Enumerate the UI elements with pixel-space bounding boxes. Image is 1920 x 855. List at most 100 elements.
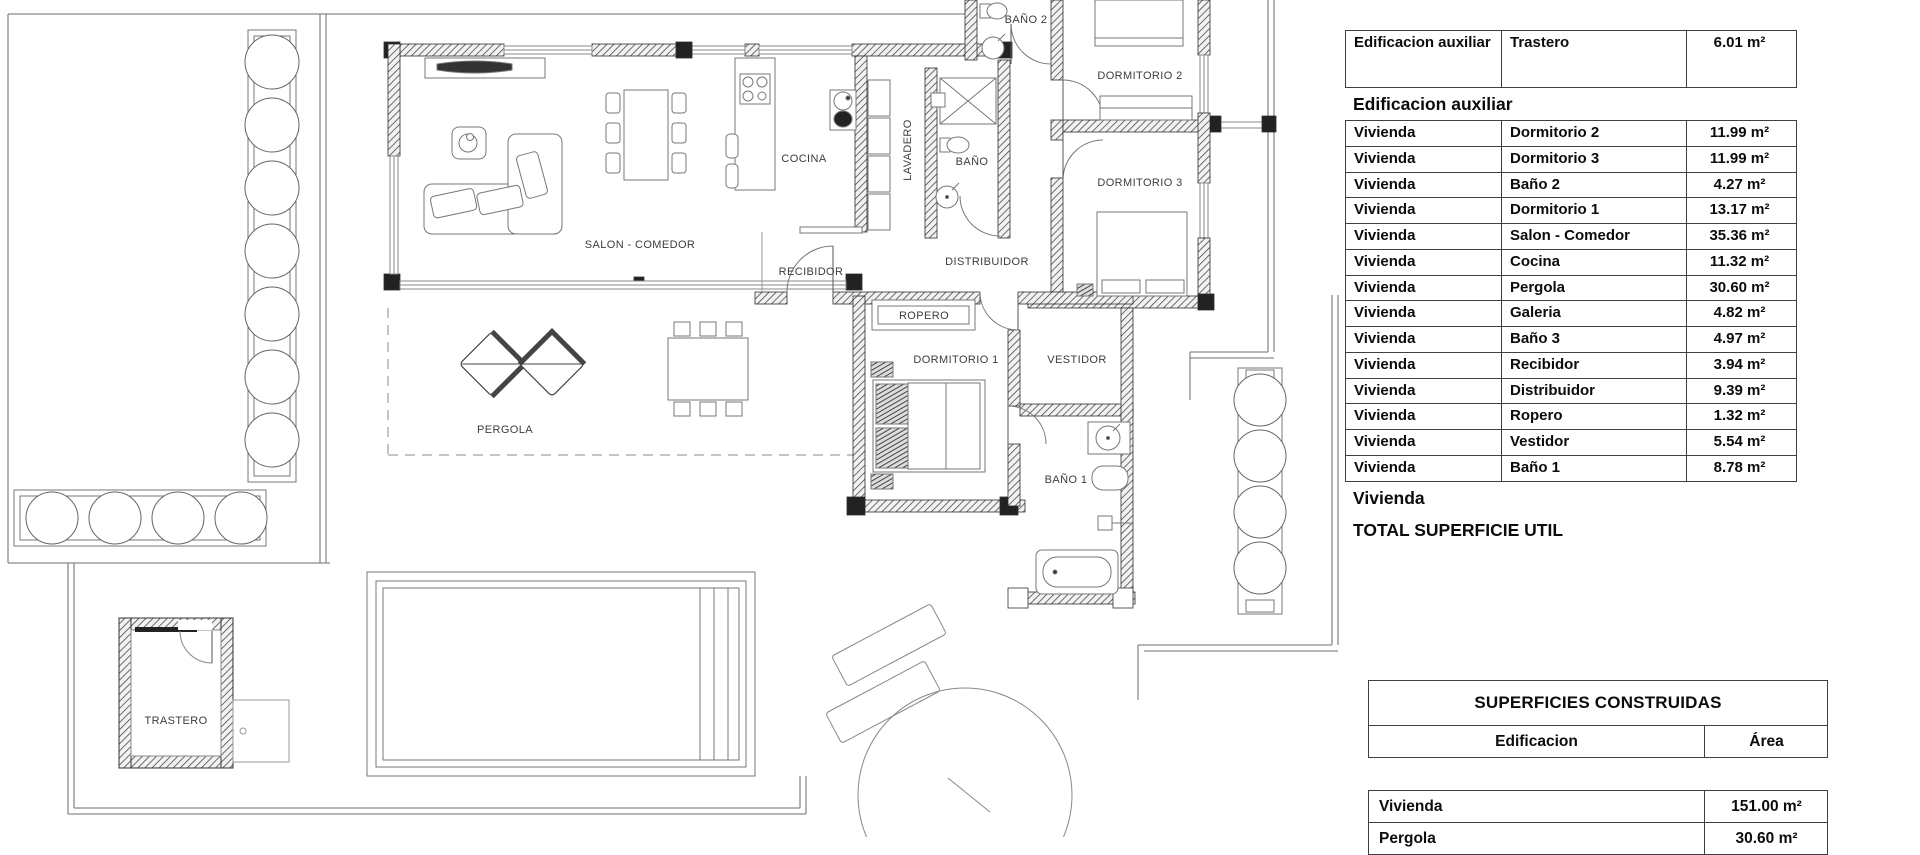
- built-areas-table: SUPERFICIES CONSTRUIDAS Edificacion Área…: [1368, 680, 1828, 855]
- table-row: Vivienda Baño 3 4.97 m²: [1345, 327, 1797, 353]
- trastero-building: [118, 617, 290, 769]
- cell-area: 3.94 m²: [1686, 352, 1796, 378]
- vivienda-subtotal-row: Vivienda 157.48 m²: [1345, 482, 1797, 516]
- cell-category: Vivienda: [1354, 278, 1416, 296]
- cell-category: Edificacion auxiliar: [1354, 34, 1491, 51]
- cell-area: 151.00 m²: [1704, 791, 1828, 822]
- cell-room: Baño 3: [1501, 327, 1686, 352]
- table-row: Vivienda Baño 1 8.78 m²: [1345, 455, 1797, 482]
- cell-category: Vivienda: [1354, 304, 1416, 322]
- table-row: Vivienda Cocina 11.32 m²: [1345, 249, 1797, 276]
- laundry-appliances: [867, 79, 891, 231]
- cell-room: Trastero: [1501, 31, 1686, 87]
- trees-right: [1233, 373, 1287, 595]
- sun-loungers: [826, 604, 946, 743]
- table-row: Vivienda 151.00 m²: [1368, 790, 1828, 823]
- room-label-salon: SALON - COMEDOR: [584, 239, 696, 251]
- table-row: Pergola 30.60 m²: [1368, 823, 1828, 855]
- cell-room: Ropero: [1501, 404, 1686, 429]
- grand-total-label: TOTAL SUPERFICIE UTIL: [1353, 520, 1564, 540]
- table-row: Vivienda Dormitorio 3 11.99 m²: [1345, 146, 1797, 173]
- built-areas-title: SUPERFICIES CONSTRUIDAS: [1369, 681, 1827, 726]
- room-label-vestidor: VESTIDOR: [1047, 354, 1107, 366]
- table-row: Vivienda Baño 2 4.27 m²: [1345, 172, 1797, 199]
- cell-category: Vivienda: [1354, 124, 1416, 141]
- room-label-bano2: BAÑO 2: [1004, 14, 1048, 26]
- grand-total-value: 163.49 m²: [1890, 520, 1920, 541]
- cell-area: 11.99 m²: [1686, 146, 1796, 172]
- cell-category: Vivienda: [1354, 201, 1416, 219]
- cell-area: 6.01 m²: [1686, 31, 1796, 87]
- cell-edificacion: Vivienda: [1379, 797, 1443, 815]
- trees-bottom: [25, 491, 268, 545]
- cell-area: 11.32 m²: [1686, 249, 1796, 275]
- cell-category: Vivienda: [1354, 149, 1416, 167]
- room-label-bano: BAÑO: [955, 156, 989, 168]
- cell-area: 13.17 m²: [1686, 198, 1796, 223]
- doors: [786, 23, 1104, 445]
- cell-area: 9.39 m²: [1686, 378, 1796, 404]
- cell-room: Baño 2: [1501, 172, 1686, 198]
- aux-subtotal-row: Edificacion auxiliar 6.01 m²: [1345, 88, 1797, 120]
- pergola-armchairs: [460, 327, 587, 399]
- table-row: Vivienda Distribuidor 9.39 m²: [1345, 378, 1797, 405]
- vivienda-rows: Vivienda Dormitorio 2 11.99 m² Vivienda …: [1345, 120, 1797, 482]
- table-row-aux: Edificacion auxiliar Trastero 6.01 m²: [1345, 30, 1797, 88]
- cell-room: Recibidor: [1501, 352, 1686, 378]
- grand-total-row: TOTAL SUPERFICIE UTIL 163.49 m²: [1345, 516, 1797, 546]
- cell-area: 1.32 m²: [1686, 404, 1796, 429]
- room-label-dormitorio2: DORMITORIO 2: [1097, 70, 1183, 82]
- cell-category: Vivienda: [1354, 381, 1416, 399]
- cell-area: 4.82 m²: [1686, 301, 1796, 326]
- aux-subtotal-label: Edificacion auxiliar: [1353, 93, 1513, 114]
- cell-area: 30.60 m²: [1686, 275, 1796, 301]
- bedroom-furniture: [870, 0, 1193, 490]
- vivienda-subtotal-label: Vivienda: [1353, 488, 1425, 508]
- room-label-dormitorio3: DORMITORIO 3: [1097, 177, 1183, 189]
- cell-category: Vivienda: [1354, 458, 1416, 476]
- cell-area: 35.36 m²: [1686, 224, 1796, 249]
- built-areas-columns: Edificacion Área: [1369, 726, 1827, 757]
- room-label-lavadero: LAVADERO: [902, 119, 914, 181]
- cell-room: Galeria: [1501, 301, 1686, 326]
- col-edificacion: Edificacion: [1495, 732, 1578, 750]
- pergola-table-set: [667, 321, 749, 417]
- useful-areas-table: Edificacion auxiliar Trastero 6.01 m² Ed…: [1345, 30, 1797, 546]
- cell-room: Dormitorio 3: [1501, 146, 1686, 172]
- cell-room: Pergola: [1501, 275, 1686, 301]
- site-boundary: [7, 0, 1339, 815]
- col-area: Área: [1704, 726, 1828, 757]
- room-label-distribuidor: DISTRIBUIDOR: [945, 256, 1029, 268]
- built-areas-header-box: SUPERFICIES CONSTRUIDAS Edificacion Área: [1368, 680, 1828, 758]
- salon-furniture: [423, 57, 863, 292]
- cell-room: Salon - Comedor: [1501, 224, 1686, 249]
- pergola-area: [387, 308, 859, 456]
- vivienda-subtotal-value: 157.48 m²: [1890, 488, 1920, 509]
- cell-category: Vivienda: [1354, 330, 1416, 347]
- room-label-cocina: COCINA: [781, 153, 827, 165]
- bathroom-fixtures: [930, 2, 1133, 595]
- house-walls: [383, 0, 1277, 609]
- table-row: Vivienda Ropero 1.32 m²: [1345, 404, 1797, 430]
- cell-area: 4.27 m²: [1686, 172, 1796, 198]
- cell-category: Vivienda: [1354, 407, 1416, 425]
- cell-area: 5.54 m²: [1686, 430, 1796, 455]
- plan-sheet: { "plan": { "labels": { "bano2": "BAÑO 2…: [7, 0, 1828, 855]
- cell-room: Distribuidor: [1501, 378, 1686, 404]
- cell-category: Vivienda: [1354, 227, 1416, 244]
- trees-left: [244, 34, 300, 468]
- room-label-pergola: PERGOLA: [477, 424, 533, 436]
- floor-plan-drawing: [7, 0, 1339, 837]
- built-areas-rows: Vivienda 151.00 m² Pergola 30.60 m²: [1368, 790, 1828, 855]
- table-row: Vivienda Pergola 30.60 m²: [1345, 275, 1797, 302]
- table-row: Vivienda Recibidor 3.94 m²: [1345, 352, 1797, 379]
- round-tree: [857, 687, 1073, 837]
- cell-room: Vestidor: [1501, 430, 1686, 455]
- cell-area: 8.78 m²: [1686, 455, 1796, 481]
- room-label-bano1: BAÑO 1: [1044, 474, 1088, 486]
- dining-chairs: [605, 92, 687, 174]
- room-label-dormitorio1: DORMITORIO 1: [913, 354, 999, 366]
- room-label-recibidor: RECIBIDOR: [778, 266, 844, 278]
- cell-category: Vivienda: [1354, 355, 1416, 373]
- room-label-trastero: TRASTERO: [144, 715, 208, 727]
